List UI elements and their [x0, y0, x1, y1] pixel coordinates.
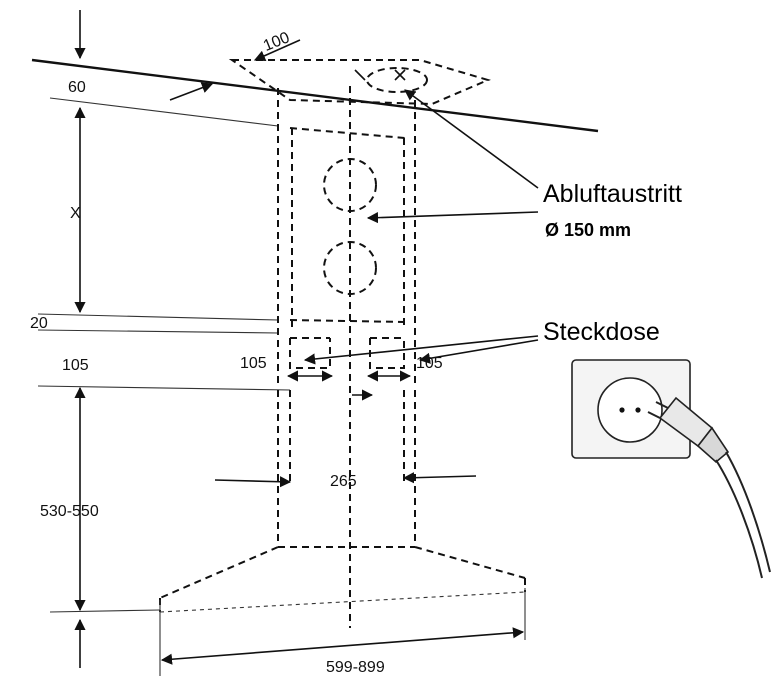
socket-title: Steckdose [543, 318, 660, 346]
dim-vertical-axis [37, 10, 291, 668]
dim-gap-105-label: 105 [62, 357, 89, 374]
dim-chimney-width-label: 265 [330, 473, 357, 490]
exhaust-leader [366, 89, 539, 224]
upper-chimney [277, 88, 416, 385]
ceiling-outlet-plate [228, 59, 491, 106]
plug-icon [647, 396, 771, 579]
socket-outlet-icon [571, 359, 691, 459]
exhaust-diameter: Ø 150 mm [545, 220, 631, 240]
dim-hood-width-label: 599-899 [326, 659, 385, 676]
dim-chimney-width: 265 [214, 472, 477, 490]
dim-socket-left-label: 105 [240, 355, 267, 372]
dim-ceiling-gap: 60 [68, 79, 214, 101]
lower-chimney [277, 389, 416, 545]
dim-ceiling-gap-label: 60 [68, 79, 86, 96]
dim-x-label: X [70, 205, 81, 222]
socket-zone [289, 337, 405, 369]
dim-top-offset-label: 100 [261, 29, 292, 55]
dim-top-offset: 100 [253, 29, 301, 62]
ceiling-line [31, 58, 599, 133]
socket-leader [303, 335, 539, 365]
dim-height-label: 530-550 [40, 503, 99, 520]
dim-hood-width: 599-899 [159, 588, 526, 676]
dim-socket-left: 105 [240, 355, 334, 382]
dim-gap-20-label: 20 [30, 315, 48, 332]
hood-canopy [159, 546, 526, 613]
exhaust-title: Abluftaustritt [543, 180, 682, 208]
